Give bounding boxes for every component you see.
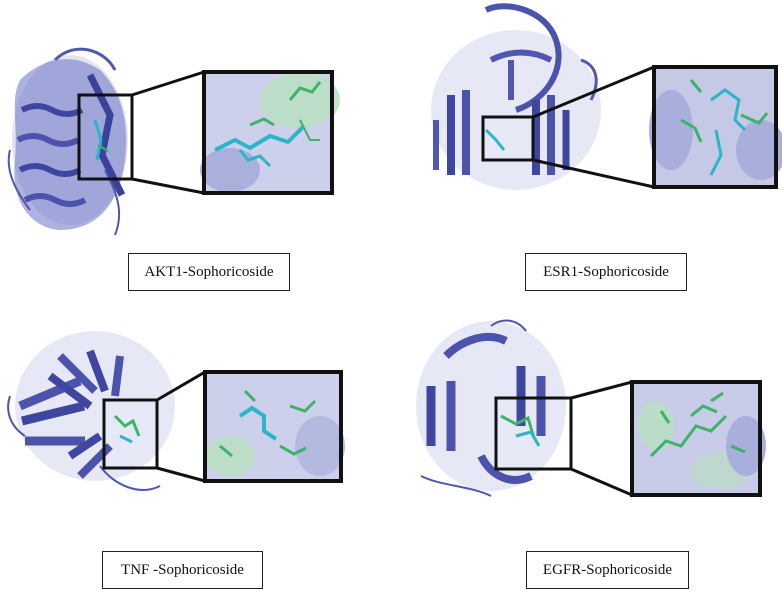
akt1-zoom-inset xyxy=(200,72,340,193)
egfr-connector-top xyxy=(570,380,633,400)
akt1-label: AKT1-Sophoricoside xyxy=(128,253,290,291)
panel-egfr: EGFR-Sophoricoside xyxy=(391,296,782,592)
esr1-selection-box xyxy=(481,115,535,162)
esr1-connector-bottom xyxy=(532,158,655,189)
akt1-protein-structure xyxy=(7,47,128,236)
egfr-label: EGFR-Sophoricoside xyxy=(526,551,689,589)
akt1-connector-bottom xyxy=(131,177,205,195)
tnf-figure xyxy=(7,331,345,491)
esr1-label: ESR1-Sophoricoside xyxy=(525,253,687,291)
tnf-connector-top xyxy=(156,370,206,402)
panel-akt1: AKT1-Sophoricoside xyxy=(0,0,391,296)
esr1-protein-structure xyxy=(431,3,601,190)
egfr-figure xyxy=(416,319,766,497)
esr1-zoom-inset xyxy=(649,67,782,187)
panel-tnf: TNF -Sophoricoside xyxy=(0,296,391,592)
esr1-connector-top xyxy=(532,65,655,119)
egfr-selection-box xyxy=(494,396,573,471)
esr1-figure xyxy=(431,3,782,190)
tnf-protein-structure xyxy=(7,331,175,491)
akt1-selection-box xyxy=(77,93,134,181)
tnf-selection-box xyxy=(102,398,159,470)
tnf-zoom-inset xyxy=(205,372,345,481)
tnf-label: TNF -Sophoricoside xyxy=(102,551,263,589)
akt1-figure xyxy=(7,47,340,236)
tnf-connector-bottom xyxy=(156,466,206,483)
egfr-connector-bottom xyxy=(570,467,633,497)
panel-esr1: ESR1-Sophoricoside xyxy=(391,0,782,296)
egfr-protein-structure xyxy=(416,319,566,497)
egfr-zoom-inset xyxy=(632,382,766,495)
akt1-connector-top xyxy=(131,70,205,97)
